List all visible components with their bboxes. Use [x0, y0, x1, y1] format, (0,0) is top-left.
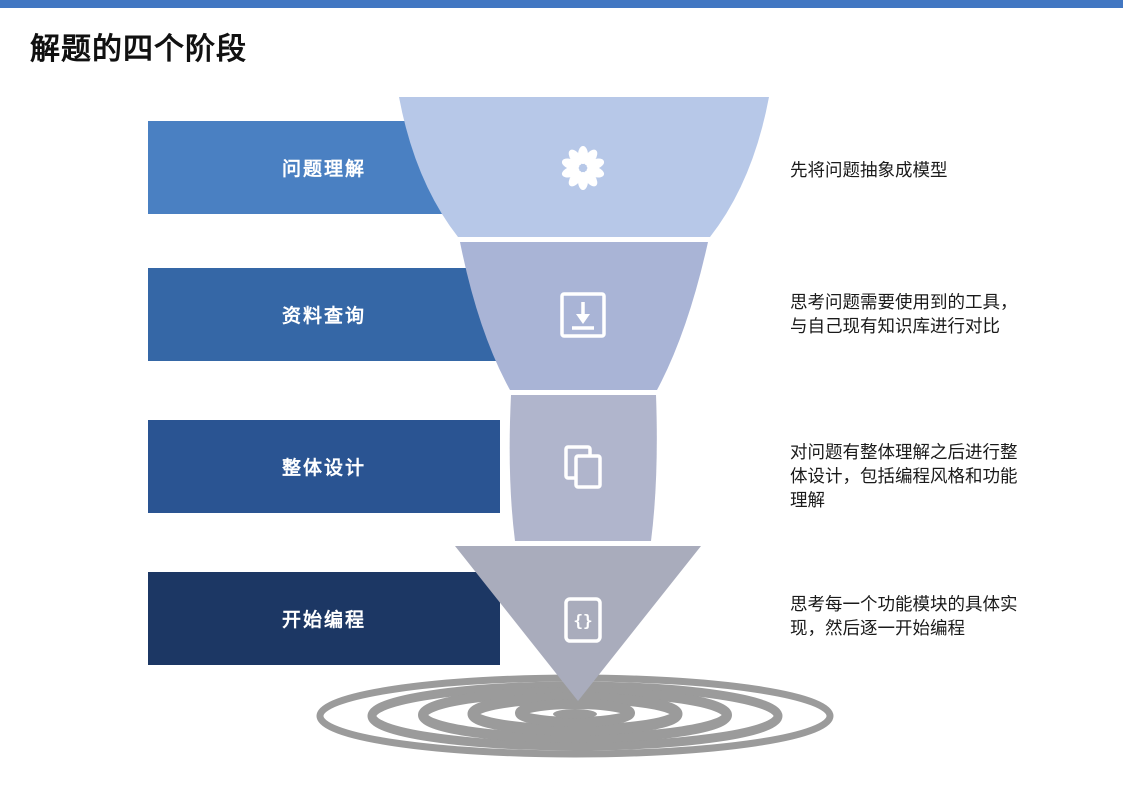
stage-description-1: 先将问题抽象成模型	[790, 160, 948, 180]
page-title: 解题的四个阶段	[30, 33, 247, 66]
flower-icon	[561, 146, 605, 190]
top-accent-bar	[0, 0, 1123, 8]
stage-description-3: 对问题有整体理解之后进行整 体设计，包括编程风格和功能 理解	[790, 442, 1018, 510]
ripple-rings	[316, 674, 834, 758]
funnel-segment-3	[509, 395, 657, 541]
stage-label: 整体设计	[281, 458, 366, 479]
stage-bar-information-query: 资料查询	[148, 268, 500, 361]
stage-bar-start-coding: 开始编程	[148, 572, 500, 665]
stage-label: 开始编程	[281, 610, 366, 631]
stage-description-2: 思考问题需要使用到的工具， 与自己现有知识库进行对比	[790, 292, 1018, 336]
stage-bar-problem-understanding: 问题理解	[148, 121, 500, 214]
copy-pages-icon	[564, 445, 602, 489]
stage-label: 资料查询	[281, 306, 366, 327]
download-icon	[560, 292, 606, 338]
code-glyph: {}	[573, 611, 592, 630]
stage-description-4: 思考每一个功能模块的具体实 现，然后逐一开始编程	[790, 594, 1018, 638]
stage-label: 问题理解	[281, 159, 366, 180]
stage-bar-overall-design: 整体设计	[148, 420, 500, 513]
code-file-icon: {}	[564, 597, 602, 643]
